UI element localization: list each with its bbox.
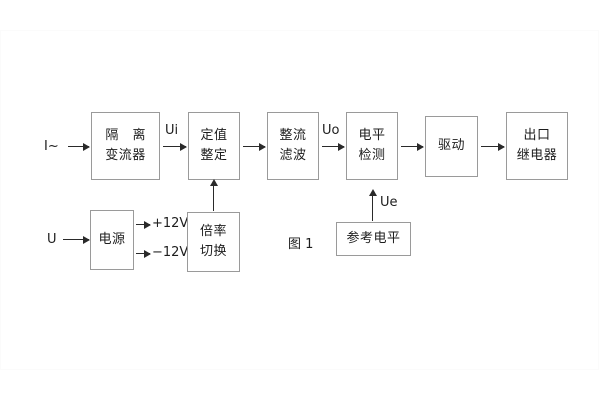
arrow-setting-to-rectify [243, 142, 266, 151]
figure-caption: 图 1 [288, 237, 314, 252]
block-isolation-transformer-line1: 隔 离 [105, 127, 151, 143]
signal-label-uo: Uo [322, 123, 340, 138]
block-drive[interactable]: 驱动 [425, 116, 478, 177]
arrow-rectify-to-level [322, 142, 345, 151]
signal-label-ue: Ue [380, 195, 398, 210]
arrow-multiplier-to-setting [209, 179, 218, 211]
block-isolation-transformer-line2: 变流器 [105, 148, 146, 163]
block-level-detect-line2: 检测 [358, 148, 386, 163]
block-isolation-transformer[interactable]: 隔 离 变流器 [91, 112, 160, 180]
arrow-voltage-to-power [63, 235, 90, 244]
block-level-detect-line1: 电平 [358, 127, 386, 143]
block-rectify-filter-line1: 整流 [279, 127, 307, 143]
block-rectify-filter-line2: 滤波 [279, 148, 307, 163]
block-multiplier-switch[interactable]: 倍率 切换 [187, 212, 240, 272]
arrow-level-to-drive [401, 142, 424, 151]
block-setting-adjust-line2: 整定 [200, 148, 228, 163]
block-drive-line1: 驱动 [437, 138, 465, 154]
block-setting-adjust[interactable]: 定值 整定 [188, 112, 240, 180]
arrow-current-to-isolation [68, 142, 90, 151]
arrow-power-rail-negative [136, 249, 151, 258]
arrow-drive-to-relay [481, 142, 505, 151]
block-reference-level[interactable]: 参考电平 [336, 222, 411, 256]
arrow-isolation-to-setting [163, 142, 187, 151]
block-output-relay-line1: 出口 [523, 127, 551, 143]
block-output-relay[interactable]: 出口 继电器 [506, 112, 568, 180]
rail-label-negative: −12V [152, 245, 189, 260]
block-multiplier-switch-line1: 倍率 [199, 223, 227, 239]
page-frame [0, 30, 599, 370]
block-level-detect[interactable]: 电平 检测 [346, 112, 398, 180]
block-setting-adjust-line1: 定值 [200, 127, 228, 143]
block-power-supply[interactable]: 电源 [90, 210, 134, 270]
block-power-supply-line1: 电源 [98, 231, 126, 247]
signal-label-ui: Ui [165, 123, 179, 138]
arrow-reference-to-level-detect [368, 189, 377, 221]
block-rectify-filter[interactable]: 整流 滤波 [267, 112, 319, 180]
input-label-current: I~ [44, 139, 59, 154]
arrow-power-rail-positive [136, 220, 151, 229]
block-output-relay-line2: 继电器 [516, 148, 558, 163]
block-multiplier-switch-line2: 切换 [199, 244, 227, 259]
rail-label-positive: +12V [152, 216, 189, 231]
input-label-voltage: U [47, 232, 57, 247]
block-reference-level-line1: 参考电平 [346, 230, 401, 246]
